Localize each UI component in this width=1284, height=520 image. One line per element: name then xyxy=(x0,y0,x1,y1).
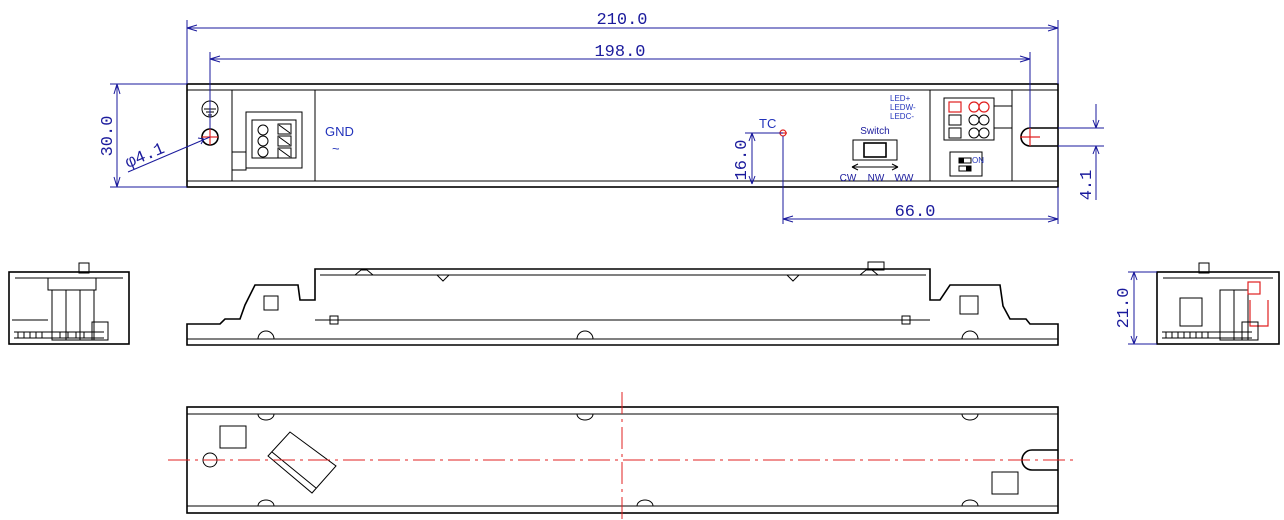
bottom-view xyxy=(168,392,1078,520)
dim-tc-x: 66.0 xyxy=(782,136,1059,224)
dim-tc-x-text: 66.0 xyxy=(895,203,936,222)
gnd-label: GND xyxy=(325,124,354,139)
dim-hole-diameter: φ4.1 xyxy=(123,136,211,174)
terminal-label-led-plus: LED+ xyxy=(890,94,911,103)
dim-overall-length: 210.0 xyxy=(186,11,1059,84)
dim-height: 21.0 xyxy=(1115,271,1157,345)
terminal-label-ledw: LEDW- xyxy=(890,103,916,112)
dim-slot-width-text: 4.1 xyxy=(1078,170,1097,201)
dip-switch: ON xyxy=(949,151,984,177)
dim-height-text: 21.0 xyxy=(1115,288,1134,329)
dim-width-text: 30.0 xyxy=(99,116,118,157)
side-view xyxy=(186,261,1059,346)
switch-position-cw: CW xyxy=(840,173,857,184)
dim-hole-diameter-text: φ4.1 xyxy=(123,140,168,173)
gnd-symbol: ~ xyxy=(332,141,340,156)
left-end-view xyxy=(8,262,130,345)
terminal-label-ledc: LEDC- xyxy=(890,112,914,121)
dip-on-label: ON xyxy=(972,156,984,165)
right-end-view xyxy=(1156,262,1280,345)
dim-hole-spacing: 198.0 xyxy=(209,43,1031,129)
dim-slot-width: 4.1 xyxy=(1058,104,1104,200)
dim-tc-y: 16.0 xyxy=(733,132,783,185)
dim-tc-y-text: 16.0 xyxy=(733,140,752,181)
top-view-body xyxy=(186,83,1059,188)
dim-width: 30.0 xyxy=(99,83,187,188)
switch-position-ww: WW xyxy=(895,173,914,184)
output-terminal xyxy=(943,97,995,141)
dim-overall-length-text: 210.0 xyxy=(596,11,647,30)
top-view: ON Switch CW NW WW LED+ LEDW- LEDC- GND … xyxy=(186,83,1059,188)
switch-position-nw: NW xyxy=(868,173,885,184)
input-terminal xyxy=(257,123,292,159)
switch-label: Switch xyxy=(860,126,889,137)
tc-label: TC xyxy=(759,116,776,131)
cct-switch: Switch CW NW WW xyxy=(840,126,914,184)
dim-hole-spacing-text: 198.0 xyxy=(594,43,645,62)
